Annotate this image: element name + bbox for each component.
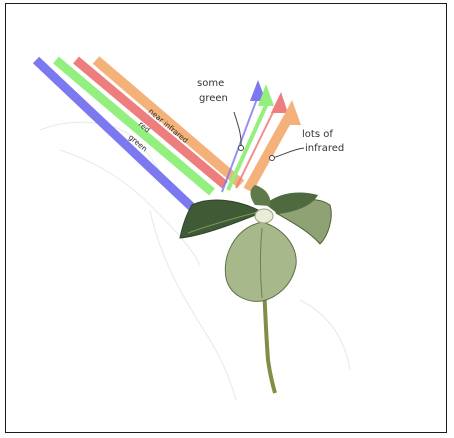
some-green-label-line1: some [197,78,224,89]
lots-infrared-label-line2: infrared [305,143,344,154]
beam-green-incoming [56,60,212,192]
some-green-label-line2: green [199,93,228,104]
plant-illustration [180,185,331,393]
lots-infrared-label-line1: lots of [302,129,333,140]
flower-bud [255,209,273,223]
arrow-red [271,92,288,113]
top-leaf [250,185,270,206]
lots-infrared-pointer [272,148,304,158]
reflected-beams [222,80,301,192]
